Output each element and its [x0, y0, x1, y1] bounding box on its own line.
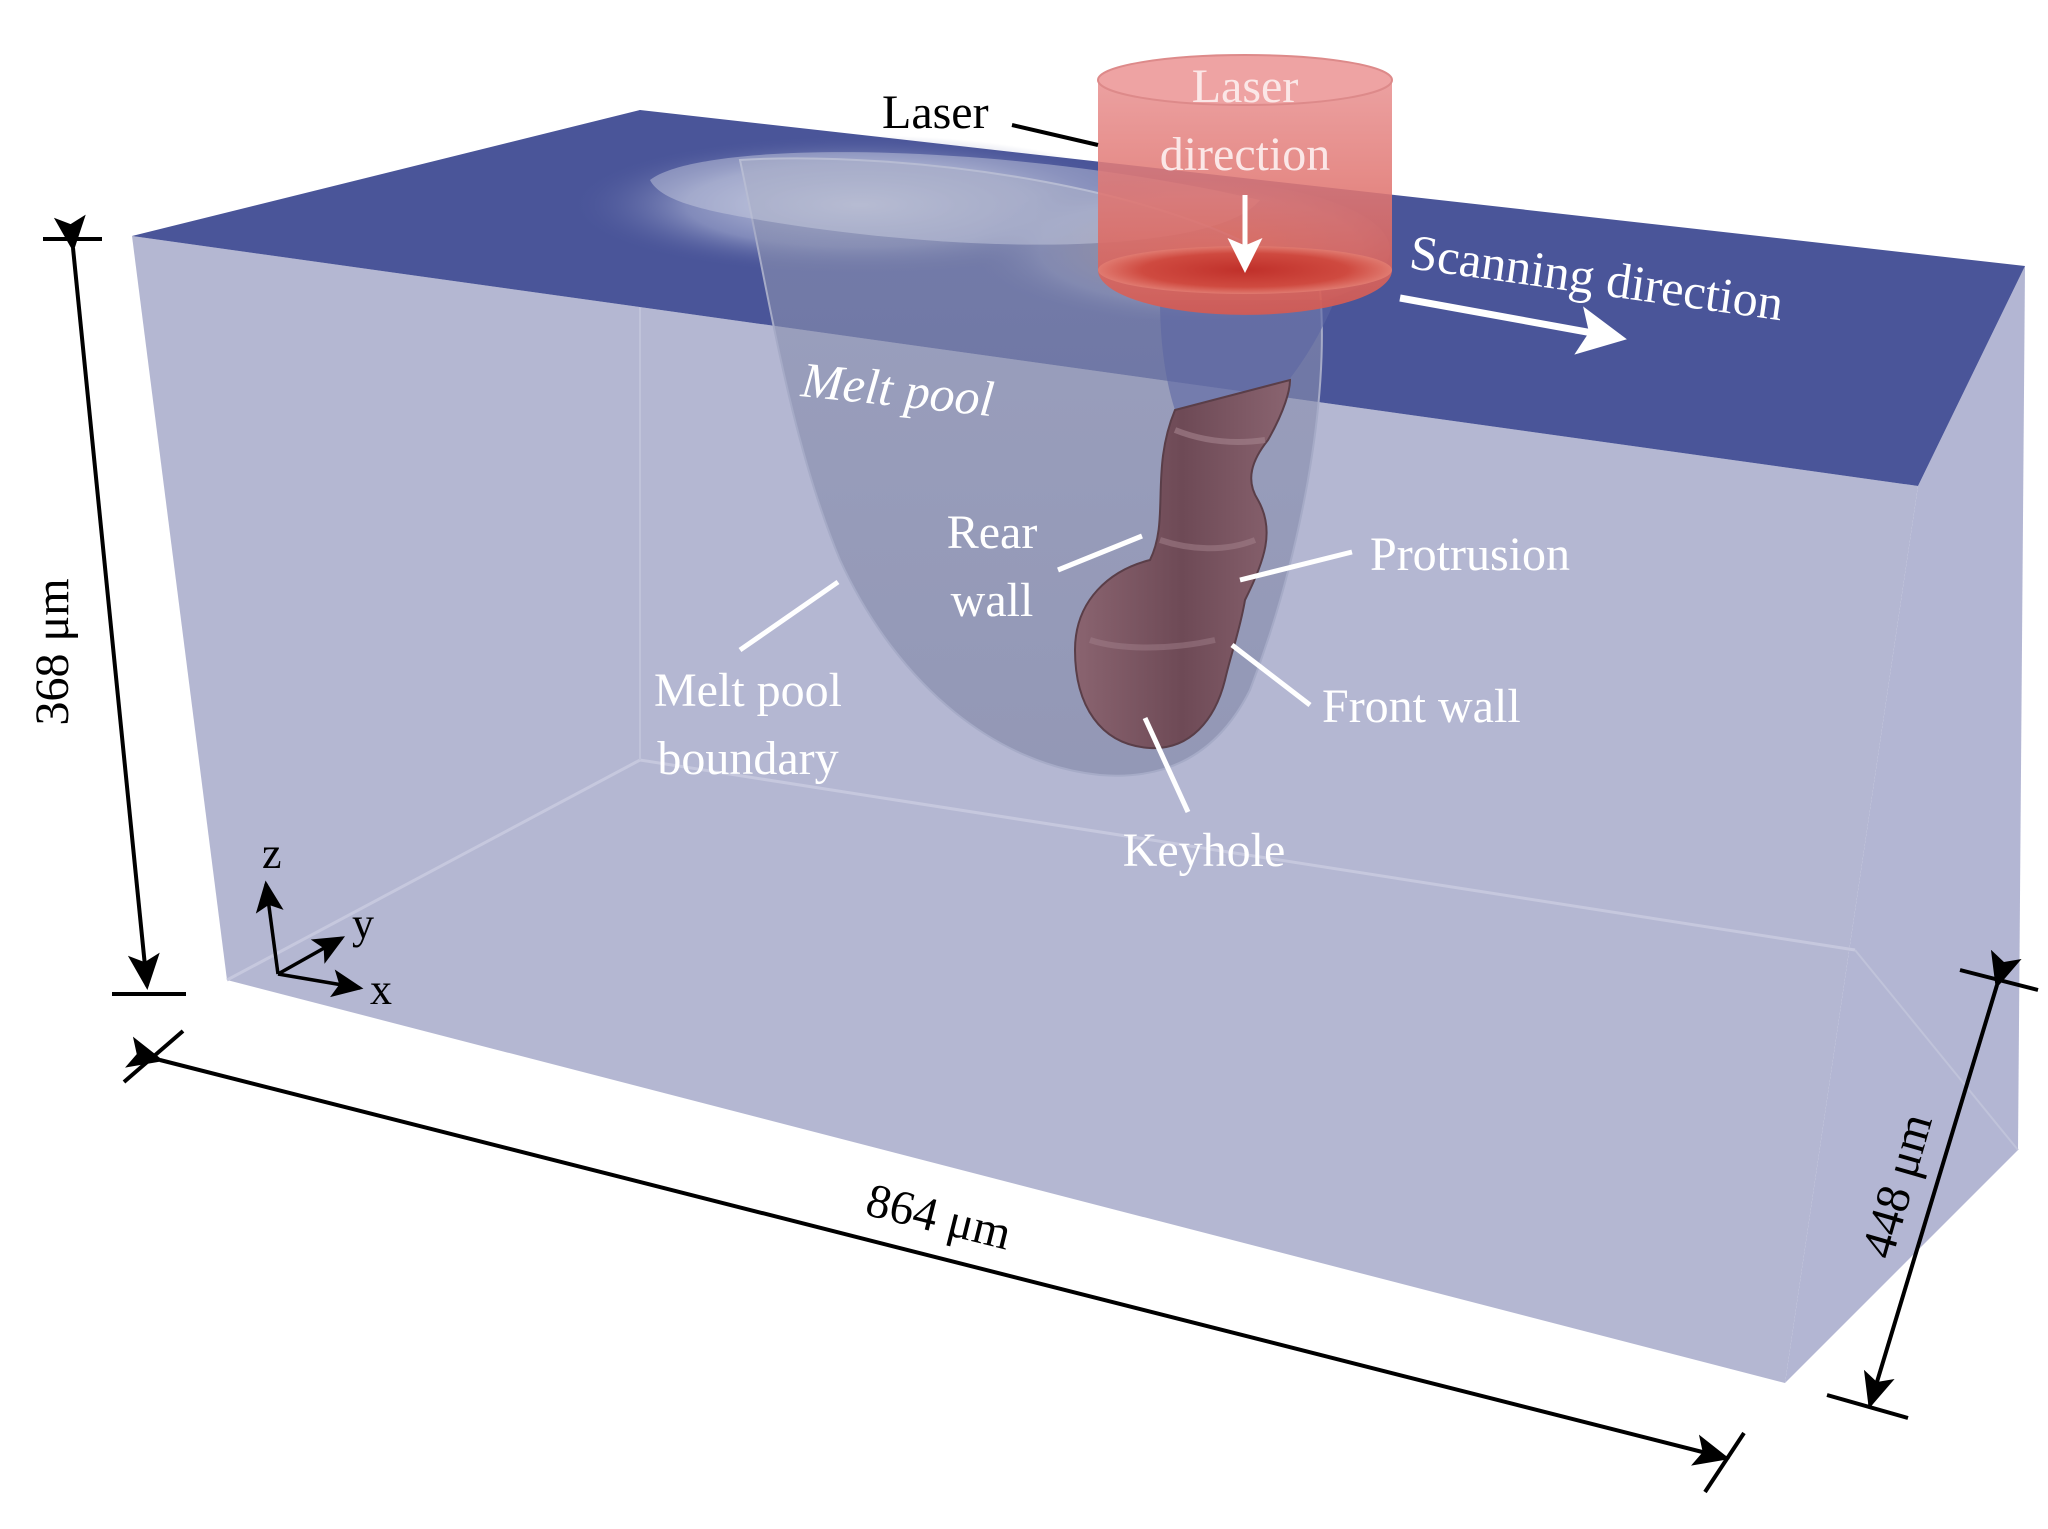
z-axis-label: z [262, 829, 282, 878]
width-dim-line [1863, 949, 2022, 1409]
laser-label: Laser [882, 86, 989, 139]
length-tick-right [1703, 1431, 1746, 1494]
melt-pool-boundary-leader [738, 579, 840, 653]
keyhole-label: Keyhole [1123, 824, 1286, 877]
melt-pool-boundary-label-line1: Melt pool [654, 664, 842, 717]
protrusion-leader [1239, 549, 1353, 583]
width-tick-bottom [1826, 1393, 1909, 1420]
laser-direction-label-line1: Laser [1192, 60, 1299, 113]
leader-lines [738, 533, 1353, 814]
keyhole [1073, 300, 1335, 750]
height-dim-line [53, 214, 160, 990]
rear-wall-leader [1057, 533, 1143, 573]
front-wall-leader [1230, 643, 1312, 707]
protrusion-label: Protrusion [1370, 528, 1570, 581]
keyhole-leader [1142, 716, 1191, 814]
x-axis [277, 969, 364, 998]
melt-pool-boundary-label-line2: boundary [657, 732, 838, 785]
length-tick-left [122, 1029, 185, 1084]
z-axis [255, 880, 284, 975]
x-axis-label: x [370, 965, 392, 1014]
length-dimension-label: 864 μm [861, 1173, 1017, 1260]
dimension-lines [43, 214, 2039, 1494]
coordinate-axes [255, 880, 364, 998]
rear-wall-label-line1: Rear [947, 506, 1038, 559]
laser-cylinder-top [1097, 54, 1393, 106]
laser-beam [1097, 54, 1393, 315]
front-wall-label: Front wall [1322, 680, 1521, 733]
length-dim-line [125, 1036, 1730, 1466]
laser-leader [1011, 123, 1099, 147]
height-dimension-label: 368 μm [26, 578, 79, 725]
y-axis-label: y [352, 899, 374, 948]
rear-wall-label-line2: wall [951, 574, 1034, 627]
keyhole-shape [1073, 378, 1292, 750]
scanning-direction-arrow [1399, 294, 1627, 355]
y-axis [277, 936, 346, 976]
laser-direction-label-line2: direction [1160, 128, 1331, 181]
